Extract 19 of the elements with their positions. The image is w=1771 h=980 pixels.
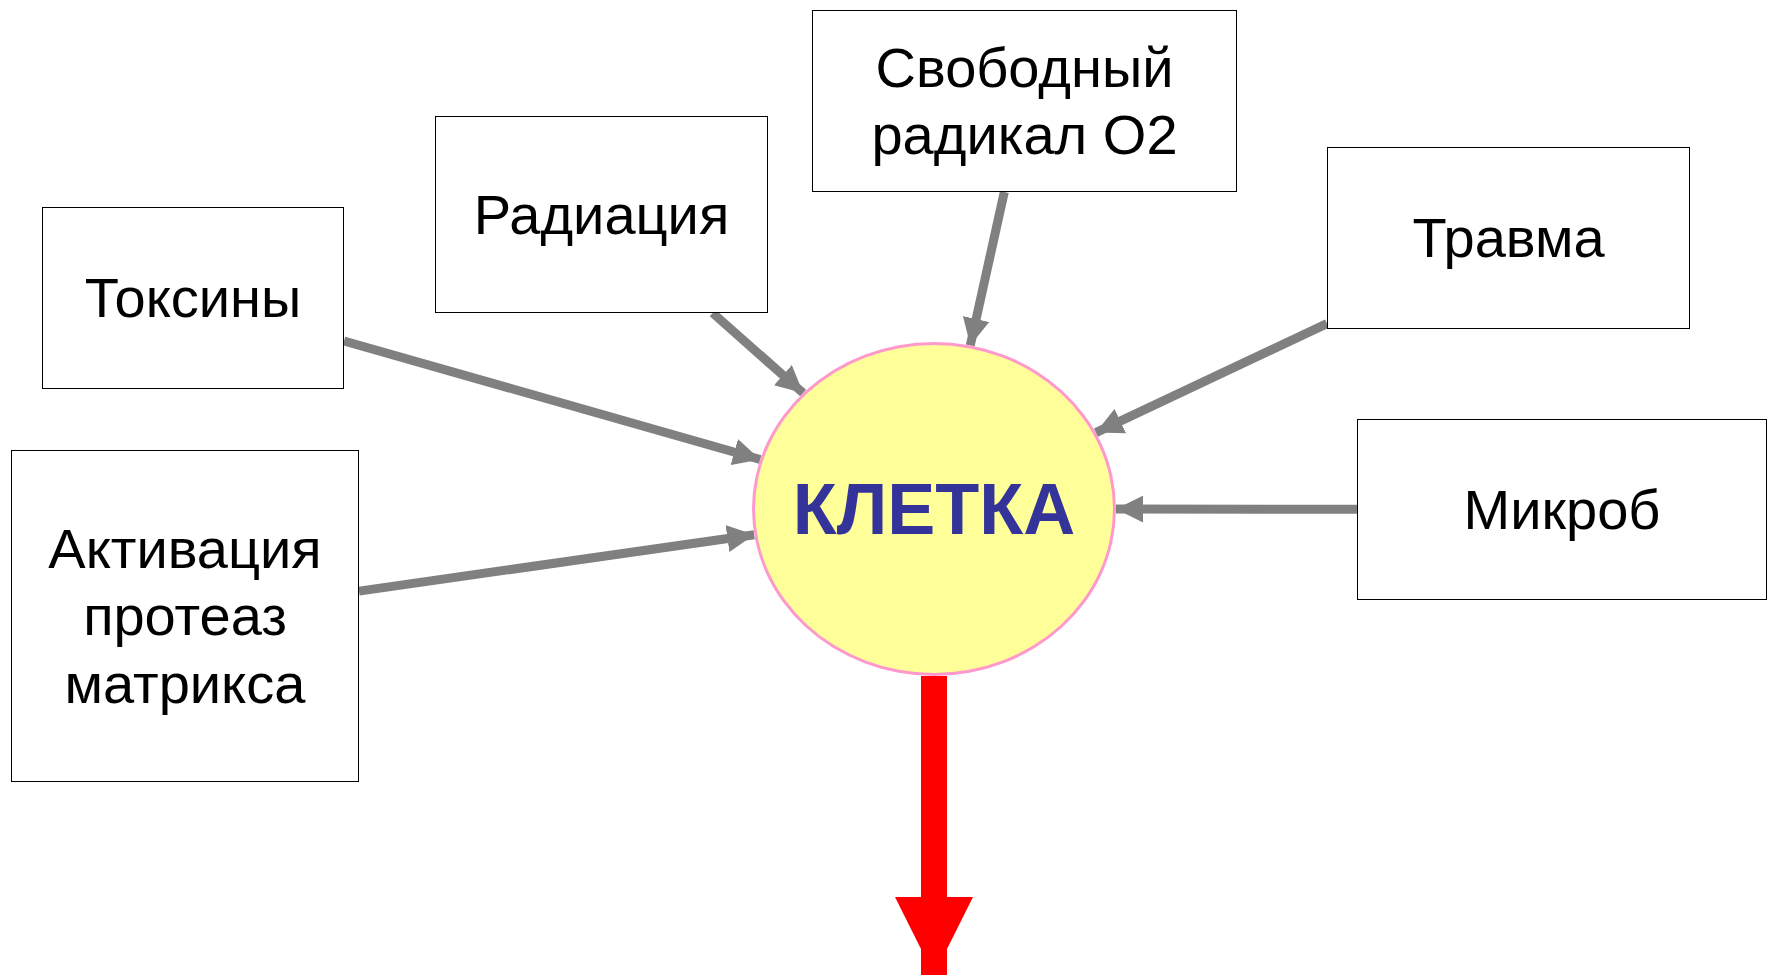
arrow [1116, 495, 1357, 523]
arrow [962, 191, 1009, 347]
node-label: Радиация [473, 181, 730, 248]
arrow [1093, 319, 1329, 437]
factor-box [11, 450, 359, 782]
factor-box [1327, 147, 1690, 329]
node-label: Микроб [1463, 476, 1661, 543]
arrow [358, 525, 755, 596]
node-label: Свободный радикал O2 [870, 34, 1179, 168]
node-label: Токсины [84, 265, 302, 332]
node-label: Травма [1412, 205, 1605, 272]
factor-box [435, 116, 768, 313]
factor-box [812, 10, 1237, 192]
arrow [342, 336, 762, 466]
factor-box [1357, 419, 1767, 600]
factor-box [42, 207, 344, 389]
node-label: Активация протеаз матрикса [47, 516, 323, 717]
arrow [895, 676, 973, 975]
node-label: КЛЕТКА [792, 468, 1076, 550]
